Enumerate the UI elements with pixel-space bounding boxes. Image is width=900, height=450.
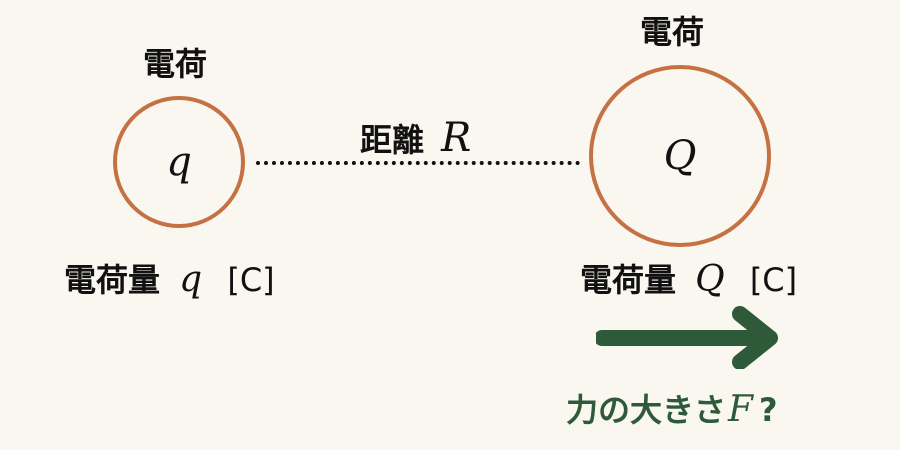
left-charge-circle: q — [113, 96, 245, 228]
force-question-mark: ? — [759, 391, 778, 429]
force-label: 力の大きさF? — [566, 392, 778, 428]
right-charge-amount-symbol: Q — [695, 259, 725, 300]
force-symbol: F — [728, 389, 753, 430]
left-charge-amount: 電荷量 q [C] — [64, 262, 275, 298]
left-charge-symbol: q — [166, 139, 192, 185]
left-charge-title: 電荷 — [143, 45, 208, 83]
distance-label: 距離 R — [360, 118, 471, 158]
force-label-text: 力の大きさ — [566, 391, 727, 429]
right-charge-symbol: Q — [663, 133, 697, 179]
left-charge-amount-symbol: q — [179, 259, 203, 300]
distance-dotted-line — [256, 161, 580, 165]
right-charge-unit: [C] — [749, 261, 798, 299]
right-charge-amount: 電荷量 Q [C] — [580, 262, 797, 298]
left-charge-amount-label: 電荷量 — [64, 261, 161, 299]
right-charge-circle: Q — [589, 65, 771, 247]
left-charge-unit: [C] — [227, 261, 275, 299]
right-charge-title: 電荷 — [640, 13, 705, 51]
right-charge-amount-label: 電荷量 — [580, 261, 677, 299]
force-arrow — [596, 306, 778, 369]
force-arrow-head — [732, 306, 778, 369]
distance-symbol: R — [441, 115, 472, 161]
distance-text: 距離 — [360, 121, 425, 159]
